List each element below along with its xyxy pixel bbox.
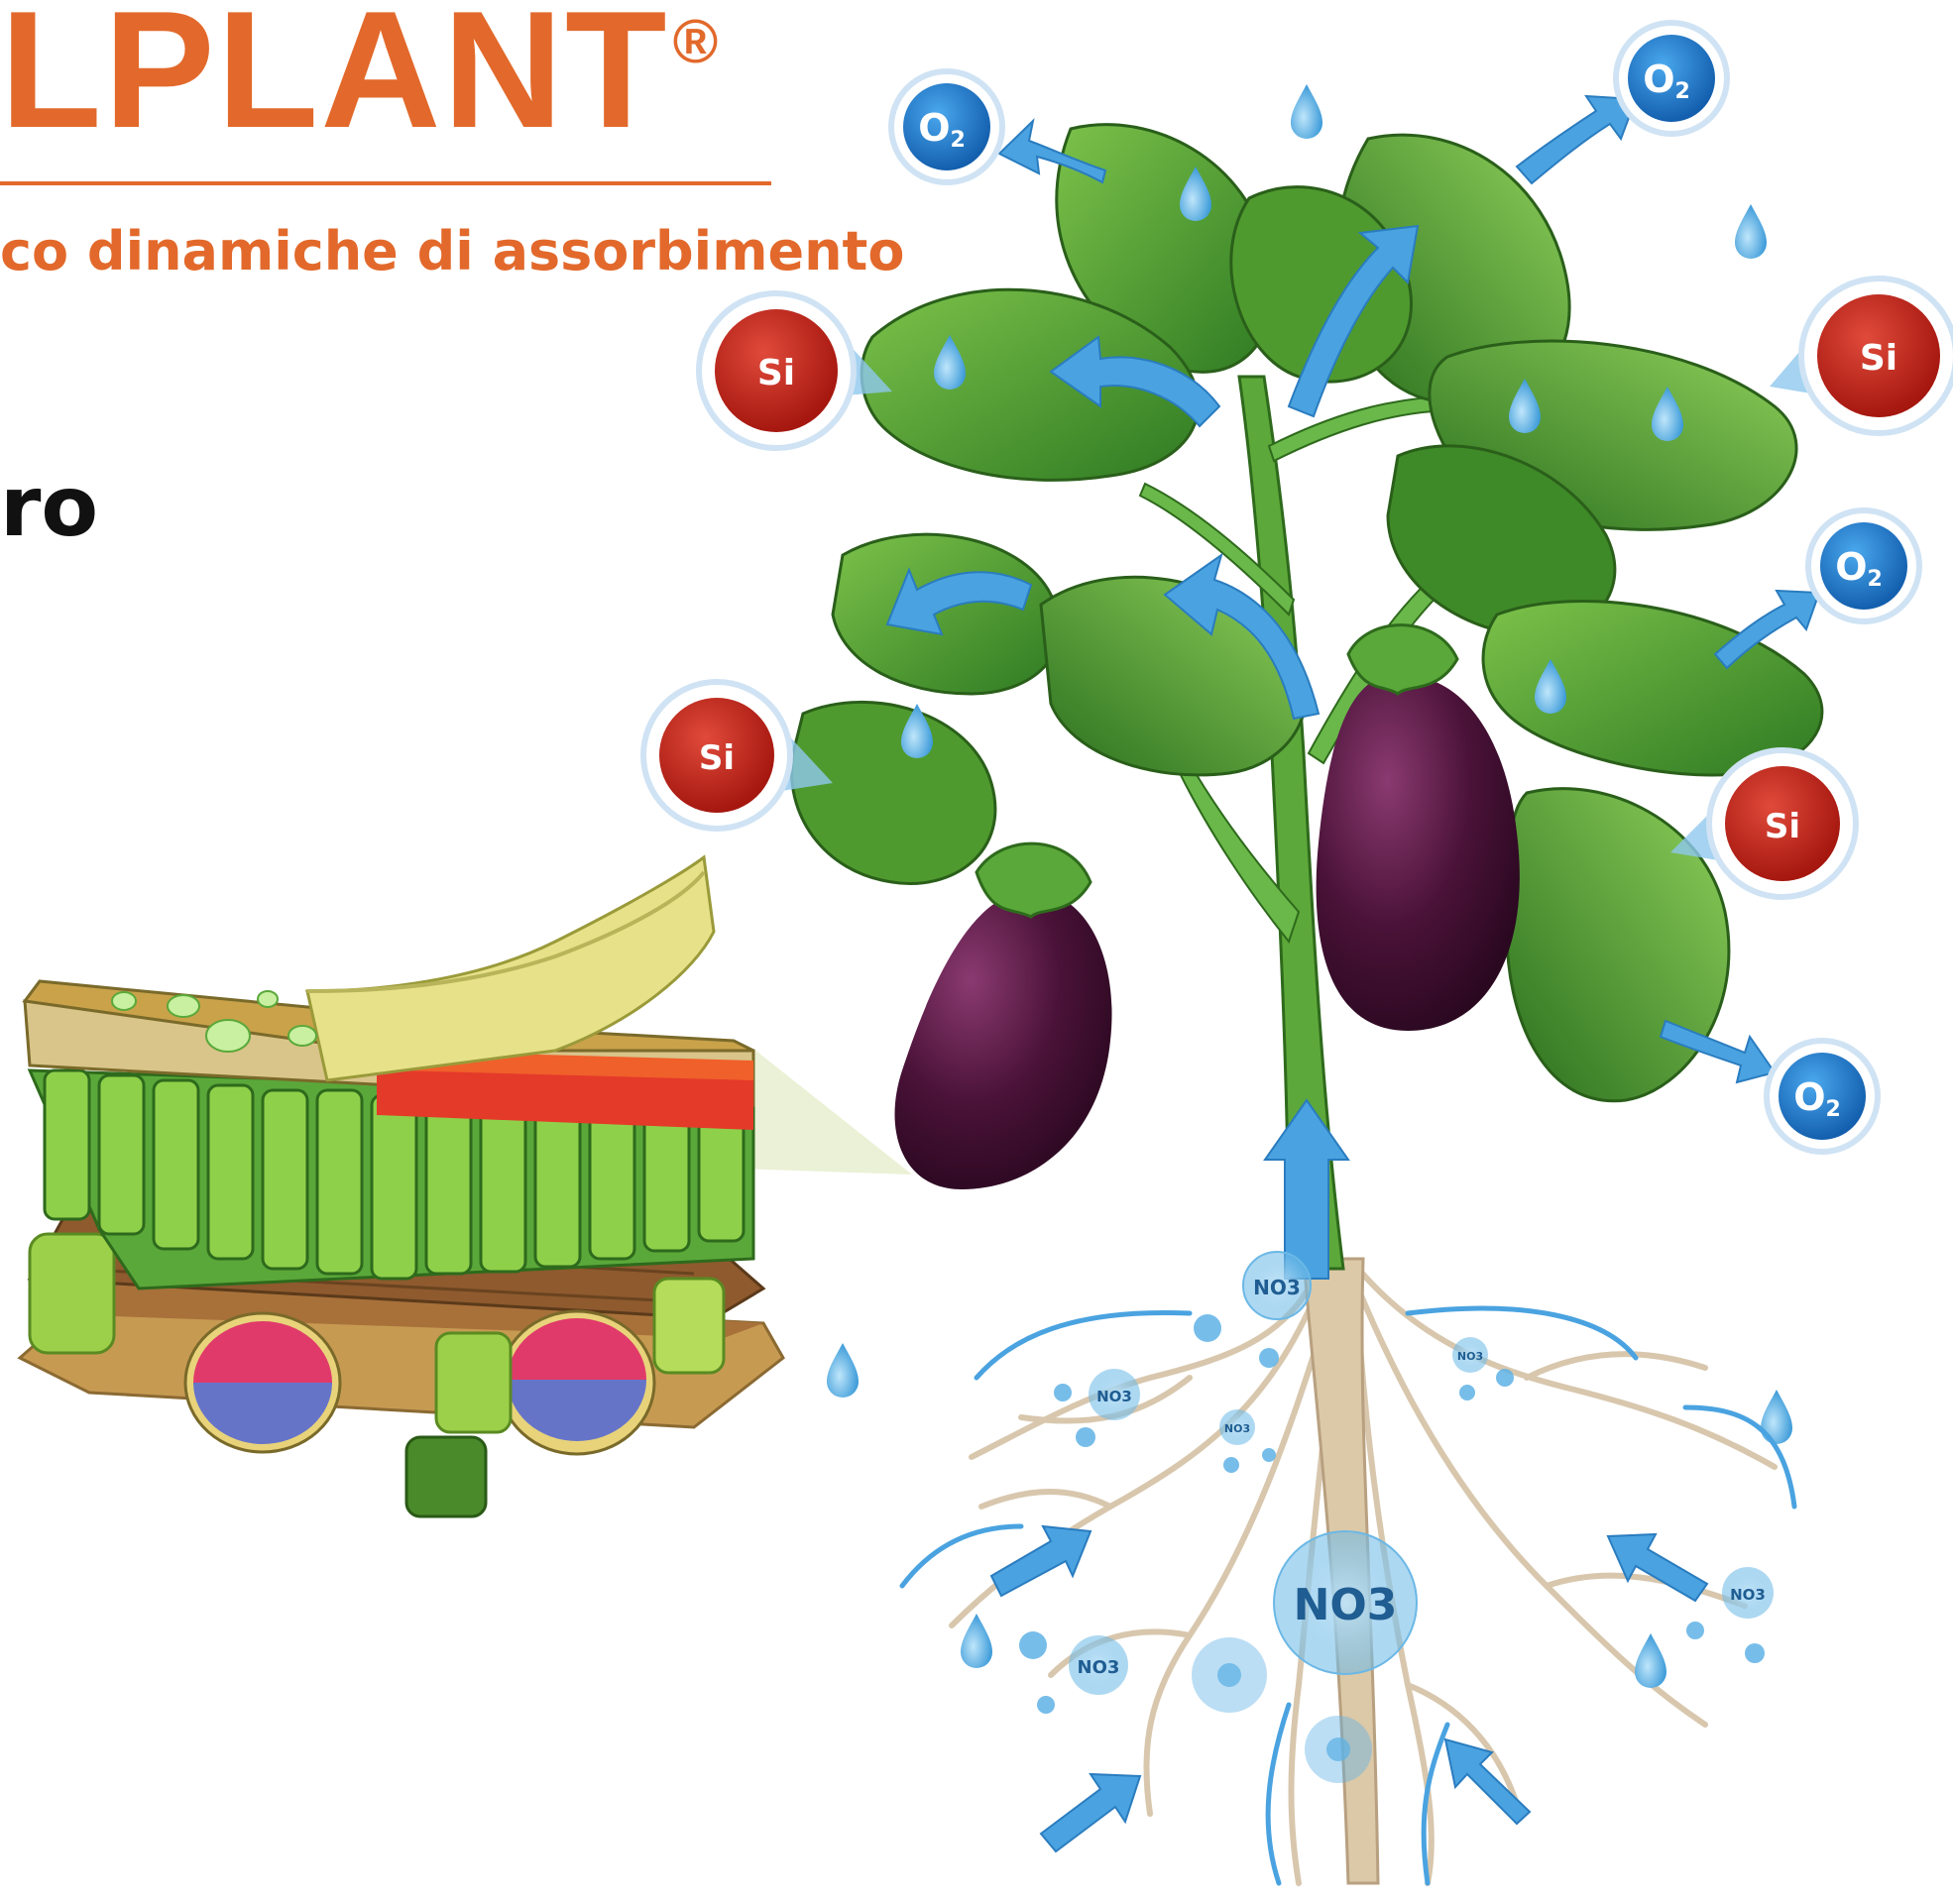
svg-text:Si: Si	[1860, 338, 1897, 379]
svg-text:Si: Si	[757, 353, 795, 393]
no3-label-small-center: NO3	[1224, 1422, 1250, 1435]
svg-text:Si: Si	[699, 738, 735, 778]
nitrate-particles: NO3 NO3 NO3 NO3 NO3 NO3 NO3	[1019, 1252, 1774, 1783]
no3-label-right: NO3	[1730, 1586, 1766, 1604]
no3-label-stem: NO3	[1253, 1276, 1301, 1299]
svg-text:Si: Si	[1765, 807, 1800, 846]
o2-marker: O2	[1616, 23, 1727, 134]
eggplant-left	[895, 891, 1112, 1189]
leaf-mid-left	[833, 534, 1060, 694]
si-marker: Si	[1770, 279, 1953, 433]
leaf-lower-left	[791, 702, 994, 883]
o2-marker: O2	[1767, 1041, 1878, 1152]
no3-label-small-right: NO3	[1457, 1350, 1483, 1363]
o2-marker: O2	[1808, 510, 1919, 621]
leaf-cross-section-illustration	[20, 857, 912, 1516]
eggplant-right	[1317, 674, 1520, 1031]
no3-label-left: NO3	[1096, 1388, 1132, 1405]
no3-label-bottom-left: NO3	[1078, 1657, 1120, 1678]
eggplant-plant-illustration: NO3 NO3 NO3 NO3 NO3 NO3 NO3	[791, 84, 1821, 1883]
no3-label-large: NO3	[1294, 1580, 1398, 1630]
o2-marker: O2	[891, 71, 1002, 182]
si-marker: Si	[699, 293, 892, 448]
